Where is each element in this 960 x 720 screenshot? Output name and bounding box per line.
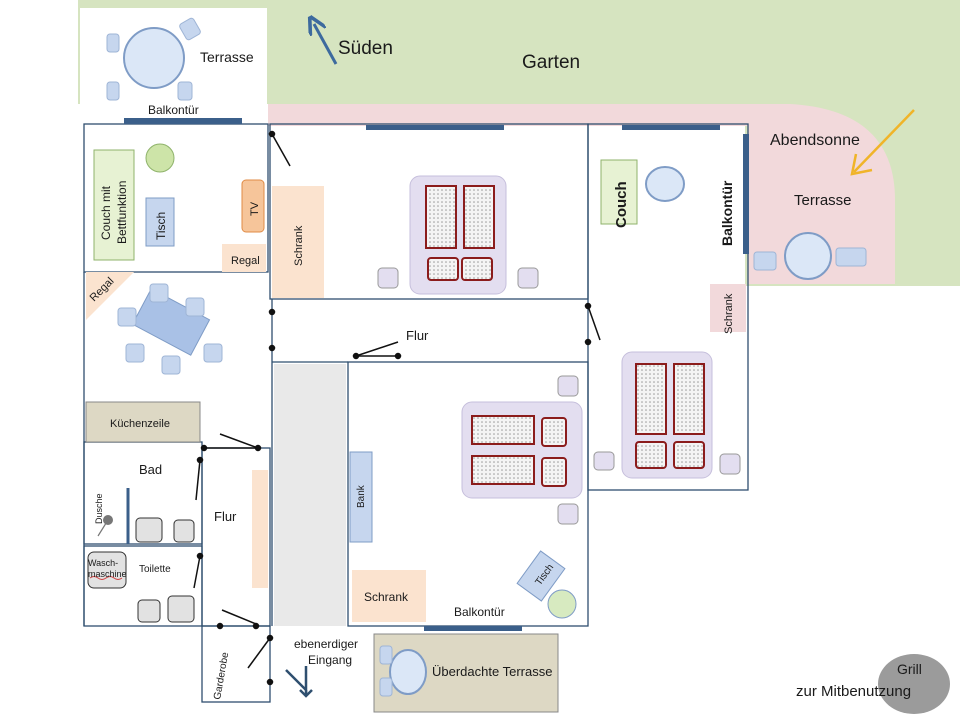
couch-bed (93, 149, 135, 261)
label-flur-mid: Flur (406, 328, 429, 343)
label-bank: Bank (356, 484, 367, 508)
label-schrank-right: Schrank (723, 293, 735, 334)
label-toilette: Toilette (139, 564, 171, 575)
label-terrasse-top: Terrasse (200, 49, 254, 65)
terrace-right-furniture (753, 232, 867, 280)
schrank-right (710, 284, 746, 332)
label-regal-right: Regal (231, 255, 260, 267)
corridor-strip (274, 364, 346, 626)
entrance-arrowhead (299, 689, 313, 698)
wall-garderobe (201, 625, 271, 703)
window-right-balcony (743, 134, 749, 254)
label-sueden: Süden (338, 38, 393, 59)
grill-circle (878, 654, 950, 714)
window-bedroom-1 (366, 125, 504, 130)
terrace-round-table (123, 27, 185, 89)
label-schrank-bed2: Schrank (364, 590, 409, 604)
bed-2 (461, 375, 583, 525)
tisch-bedroom-2 (516, 550, 566, 602)
living-table (145, 197, 175, 247)
shower-hose (97, 519, 109, 537)
toilette-sink (137, 599, 161, 623)
bad-toilet (173, 519, 195, 543)
couch-right (600, 159, 638, 225)
window-right-room (622, 125, 720, 130)
label-tv: TV (249, 201, 261, 216)
label-balkontuer-top: Balkontür (148, 103, 199, 117)
label-couch-bett-2: Bettfunktion (115, 181, 129, 244)
regal-right (222, 244, 266, 272)
label-bad: Bad (139, 462, 162, 477)
covered-terrace-chair-2 (379, 677, 393, 697)
washing-machine-underline (89, 576, 123, 580)
door-swings (193, 130, 601, 686)
label-balkontuer-right: Balkontür (719, 180, 735, 246)
schrank-bedroom-1 (272, 186, 324, 298)
label-garderobe: Garderobe (212, 651, 231, 700)
label-dusche: Dusche (94, 493, 104, 524)
bed-1 (377, 175, 539, 295)
flur-cabinet (252, 470, 268, 588)
right-room-table (645, 166, 685, 202)
abendsonne-arrowhead (850, 153, 873, 176)
window-top-left (124, 118, 242, 124)
tv-unit (241, 179, 265, 233)
kuechenzeile (85, 401, 201, 443)
label-eingang-2: Eingang (308, 653, 352, 667)
label-couch-right: Couch (613, 181, 630, 228)
side-table-round (145, 143, 175, 173)
schrank-bedroom-2 (352, 570, 426, 622)
label-schrank-bed1: Schrank (293, 225, 305, 266)
label-flur-left: Flur (214, 509, 237, 524)
terrace-pink-strip (268, 104, 895, 284)
covered-terrace-chair-1 (379, 645, 393, 665)
bad-sink (135, 517, 163, 543)
window-bottom (424, 626, 522, 631)
label-mitbenutzung: zur Mitbenutzung (796, 683, 911, 700)
bank (349, 451, 373, 543)
terrace-top-furniture (106, 17, 201, 101)
toilette-toilet (167, 595, 195, 623)
bed-right (593, 351, 741, 479)
label-balkontuer-bottom: Balkontür (454, 605, 505, 619)
round-table-bedroom-2 (547, 589, 577, 619)
label-eingang-1: ebenerdiger (294, 637, 358, 651)
label-abendsonne: Abendsonne (770, 132, 860, 149)
abendsonne-arrow (853, 109, 915, 173)
label-waschmaschine-2: maschine (88, 569, 127, 579)
label-tisch-living: Tisch (154, 212, 168, 240)
label-terrasse-right: Terrasse (794, 192, 852, 209)
label-kuechenzeile: Küchenzeile (110, 418, 170, 430)
covered-terrace-table (389, 649, 427, 695)
entrance-arrow (285, 666, 308, 694)
label-ueberdachte-terrasse: Überdachte Terrasse (432, 664, 552, 679)
label-garten: Garten (522, 52, 580, 73)
sueden-arrow (314, 24, 338, 65)
dining-set (117, 283, 223, 375)
label-grill: Grill (897, 661, 922, 677)
regal-corner (86, 272, 134, 320)
label-waschmaschine-1: Wasch- (88, 558, 118, 568)
label-couch-bett-1: Couch mit (99, 185, 113, 240)
